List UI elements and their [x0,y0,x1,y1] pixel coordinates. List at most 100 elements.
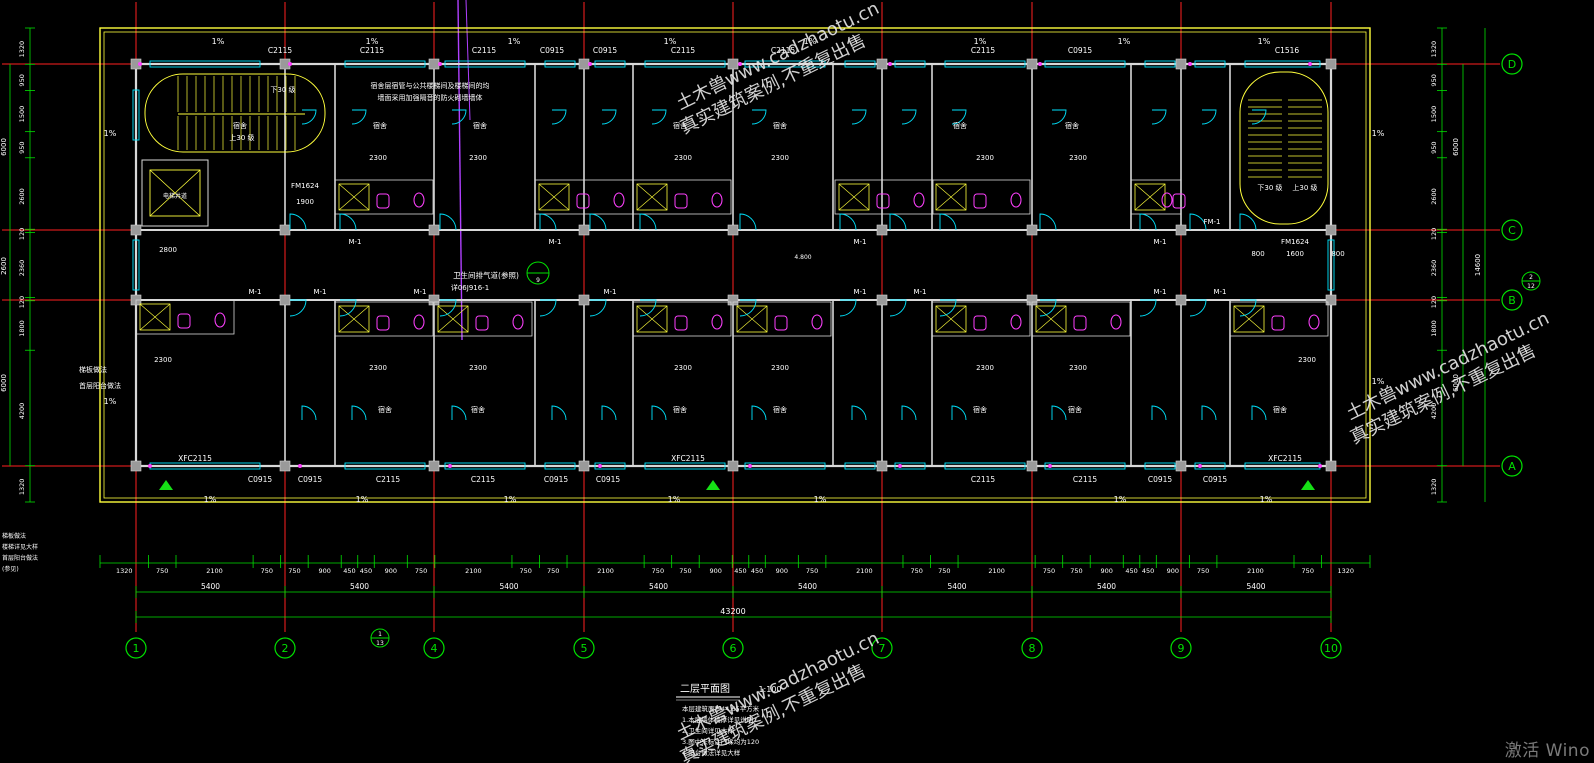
grid-bubble-B [1501,289,1523,311]
door-label-fm-east: FM1624 [1281,238,1309,246]
toilet [811,314,823,330]
rooms-layer: 下30 级上30 级电梯井道下30 级上30 级宿舍宿舍宿舍宿舍宿舍宿舍宿舍宿舍… [79,37,1385,504]
stair-top-label: 下30 级 [270,85,295,94]
room-label: 宿舍 [473,121,487,130]
grid-bubble-label: A [1508,460,1516,473]
level-mark: 4.800 [794,254,811,261]
dim-label-2300: 2300 [154,356,172,364]
dim-detail-value: 450 [360,567,372,575]
grid-bubble-label: 1 [133,642,140,655]
window-label-south: XFC2115 [1268,454,1302,463]
dim-detail-value: 2100 [465,567,482,575]
shower-tray [338,183,370,211]
shower-tray [935,183,967,211]
shower-tray [838,183,870,211]
dim-right-value: 4200 [1430,403,1438,420]
drawing-note: 3.图中未标注门垛均为120 [682,737,759,746]
door-label-m1: M-1 [313,288,326,296]
structural-column [1325,58,1337,70]
drain-marker [1318,464,1322,468]
bathroom-block [1229,301,1329,337]
room-label: 宿舍 [773,121,787,130]
slope-label: 1% [504,495,517,504]
entrance-arrow [706,480,720,490]
grid-bubble-10 [1320,637,1342,659]
drain-marker [298,464,302,468]
dim-detail-value: 900 [318,567,330,575]
window-label-south: C0915 [298,475,323,484]
door-label-m1: M-1 [1213,288,1226,296]
dim-right-total: 6000 [1452,374,1460,392]
dim-right-value: 1800 [1430,320,1438,337]
drain-marker [1048,464,1052,468]
door-swing [451,109,467,125]
window-label-south: C2115 [376,475,401,484]
door-swing [739,299,757,317]
washbasin [376,315,390,331]
room-label: 宿舍 [953,121,967,130]
structural-column [279,224,291,236]
room-label: 宿舍 [673,405,687,414]
window-north [894,60,926,68]
grid-bubble-label: 8 [1029,642,1036,655]
room-label: 宿舍 [233,121,247,130]
window-north [444,60,526,68]
dim-bay-value: 5400 [1246,582,1265,591]
stair-top-label-east: 下30 级 [1257,183,1282,192]
dim-label: 1900 [296,198,314,206]
margin-note: 梯板做法 [2,532,26,540]
shower-cross [139,303,171,331]
structural-column [1325,460,1337,472]
washbasin [1073,315,1087,331]
washbasin [177,313,191,329]
structural-column [876,460,888,472]
window-label-north: C2115 [360,46,385,55]
bathroom-block [1031,301,1131,337]
stair-rail-east [1239,71,1329,225]
shower-tray [736,305,768,333]
shower-tray [338,305,370,333]
toilet [613,192,625,208]
shower-cross [736,305,768,333]
door-swing [1251,405,1267,421]
door-swing [1039,213,1057,231]
washbasin [376,193,390,209]
door-swing [951,405,967,421]
slope-label: 1% [366,37,379,46]
dim-detail-value: 2100 [988,567,1005,575]
structural-column [279,294,291,306]
stair-rail [144,73,326,153]
dim-label-2300: 2300 [1298,356,1316,364]
dim-detail-value: 750 [1070,567,1082,575]
dim-detail-value: 450 [734,567,746,575]
dim-detail-value: 750 [415,567,427,575]
window-label-south: C2115 [971,475,996,484]
room-label: 宿舍 [471,405,485,414]
dim-left-total: 6000 [0,138,8,156]
door-swing [651,109,667,125]
margin-note: 首层阳台做法 [2,554,38,562]
shower-tray [139,303,171,331]
door-swing [1189,299,1207,317]
section-mark-bottom: 12 [1527,283,1535,290]
shower-cross [538,183,570,211]
dim-label-2300: 2300 [369,364,387,372]
structural-column [1325,224,1337,236]
toilet [1161,192,1173,208]
door-swing [301,109,317,125]
door-swing [351,109,367,125]
window-north [544,60,576,68]
grid-bubble-8 [1021,637,1043,659]
structural-column [727,460,739,472]
door-swing [1201,109,1217,125]
shower-tray [538,183,570,211]
grid-bubble-4 [423,637,445,659]
dim-left-total: 6000 [0,374,8,392]
shower-tray [636,305,668,333]
dim-right-value: 120 [1430,296,1438,308]
door-swing [451,405,467,421]
duct-line-2 [465,0,471,121]
washbasin [475,315,489,331]
